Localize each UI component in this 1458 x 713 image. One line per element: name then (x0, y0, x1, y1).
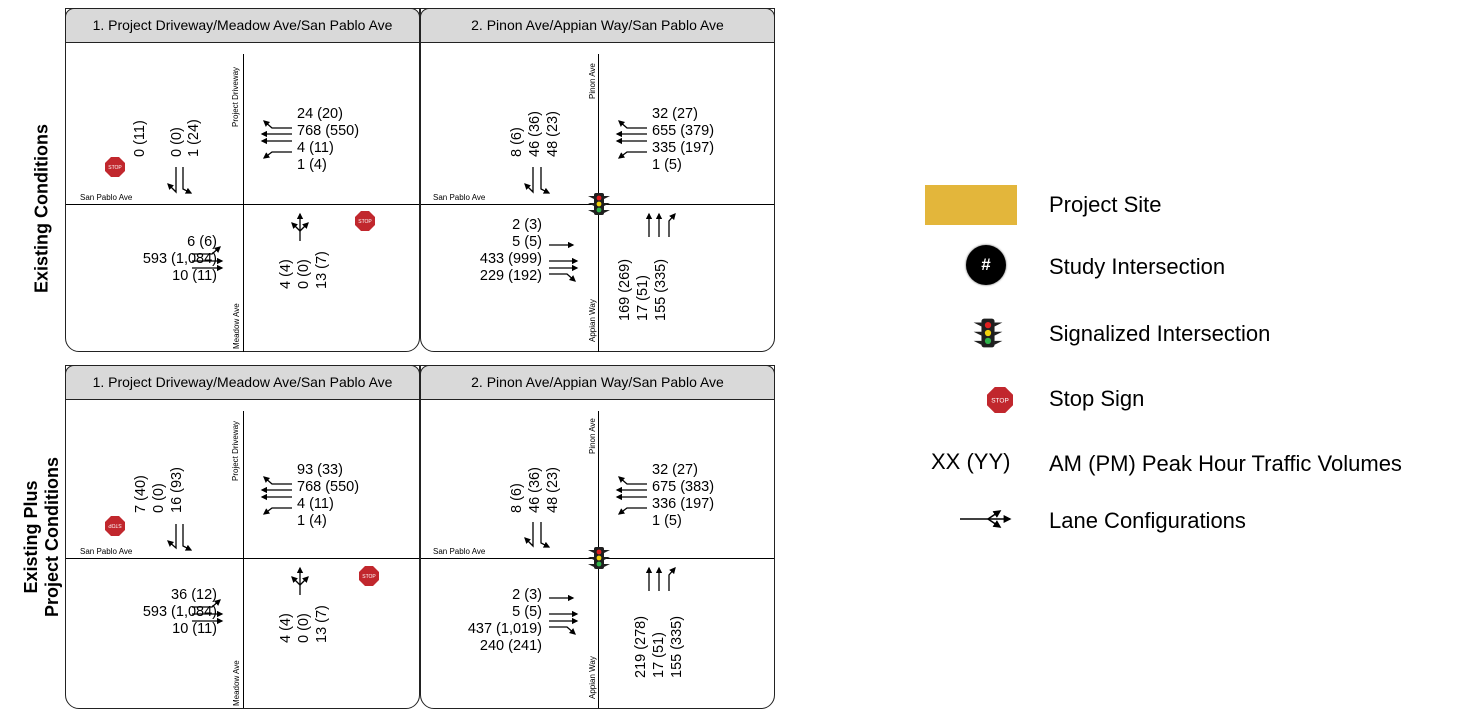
side-street-south (243, 204, 244, 352)
volume-wb-left: 336 (197) (652, 496, 715, 512)
stop-sign-icon: STOP (355, 211, 375, 231)
volume-wb-through: 675 (383) (652, 479, 715, 495)
traffic-signal-icon (973, 318, 1003, 348)
street-label-san-pablo: San Pablo Ave (80, 193, 133, 202)
volume-eb-through: 437 (1,019) (467, 621, 542, 637)
volume-eb-left: 5 (5) (512, 234, 542, 250)
row-label-line: Existing Conditions (31, 124, 52, 293)
stop-sign-text: STOP (991, 398, 1009, 405)
volume-wb-through: 768 (550) (297, 479, 360, 495)
volume-eb-right: 240 (241) (479, 638, 542, 654)
panel-title: 1. Project Driveway/Meadow Ave/San Pablo… (65, 8, 420, 43)
stop-sign-text: STOP (358, 219, 372, 225)
volume-wb-uturn: 1 (4) (297, 157, 327, 173)
legend-label-signalized-intersection: Signalized Intersection (1049, 321, 1271, 346)
volume-wb-right: 32 (27) (652, 106, 698, 122)
study-intersection-symbol: # (981, 255, 991, 274)
stop-sign-icon: STOP (105, 516, 125, 536)
project-site-swatch (925, 185, 1017, 225)
volume-eb-right: 229 (192) (479, 268, 542, 284)
side-street-south (598, 558, 599, 708)
volume-wb-uturn: 1 (4) (297, 513, 327, 529)
stop-sign-icon: STOP (359, 566, 379, 586)
legend-volume-format: XX (YY) (931, 449, 1011, 474)
street-label-san-pablo: San Pablo Ave (80, 547, 133, 556)
volume-eb-left: 6 (6) (187, 234, 217, 250)
traffic-signal-icon (588, 547, 610, 569)
volume-wb-uturn: 1 (5) (652, 513, 682, 529)
side-street-north (243, 411, 244, 558)
lane-arrows (524, 476, 676, 635)
volume-eb-right: 10 (11) (172, 621, 217, 637)
legend-label-stop-sign: Stop Sign (1049, 386, 1145, 411)
traffic-signal-icon (588, 193, 610, 215)
legend-label-study-intersection: Study Intersection (1049, 254, 1226, 279)
volume-wb-right: 24 (20) (297, 106, 343, 122)
panel-title: 2. Pinon Ave/Appian Way/San Pablo Ave (420, 365, 775, 400)
row-label-line: Project Conditions (42, 457, 62, 618)
volume-eb-left: 36 (12) (171, 587, 217, 603)
side-street-south (598, 204, 599, 352)
volume-eb-right: 10 (11) (172, 268, 217, 284)
volume-wb-left: 4 (11) (297, 496, 334, 512)
side-street-south (243, 558, 244, 708)
volume-wb-uturn: 1 (5) (652, 157, 682, 173)
lane-arrows (167, 476, 309, 625)
volume-eb-through: 593 (1,084) (142, 251, 217, 267)
lane-configuration-arrow-icon (960, 510, 1012, 528)
legend-label-project-site: Project Site (1049, 192, 1162, 217)
volume-wb-through: 655 (379) (652, 123, 715, 139)
volume-eb-uturn: 2 (3) (512, 587, 542, 603)
volume-eb-left: 5 (5) (512, 604, 542, 620)
street-label-san-pablo: San Pablo Ave (433, 547, 486, 556)
stop-sign-icon: STOP (105, 157, 125, 177)
volume-eb-uturn: 2 (3) (512, 217, 542, 233)
stop-sign-text: STOP (108, 522, 122, 528)
volume-wb-right: 32 (27) (652, 462, 698, 478)
panel-title: 1. Project Driveway/Meadow Ave/San Pablo… (65, 365, 420, 400)
volume-wb-right: 93 (33) (297, 462, 343, 478)
side-street-north (598, 54, 599, 204)
study-intersection-icon: # (966, 245, 1006, 285)
row-label-existing: Existing Conditions (32, 109, 53, 309)
side-street-north (243, 54, 244, 204)
legend-label-lane-configurations: Lane Configurations (1049, 508, 1246, 533)
volume-wb-through: 768 (550) (297, 123, 360, 139)
street-label-san-pablo: San Pablo Ave (433, 193, 486, 202)
volume-wb-left: 335 (197) (652, 140, 715, 156)
volume-wb-left: 4 (11) (297, 140, 334, 156)
panel-title: 2. Pinon Ave/Appian Way/San Pablo Ave (420, 8, 775, 43)
stop-sign-text: STOP (362, 574, 376, 580)
row-label-existing-plus-project: Existing Plus Project Conditions (21, 437, 63, 637)
stop-sign-icon: STOP (987, 387, 1013, 413)
legend-label-volumes: AM (PM) Peak Hour Traffic Volumes (1049, 451, 1402, 476)
volume-eb-through: 593 (1,084) (142, 604, 217, 620)
lane-arrows (167, 120, 309, 272)
intersection-panel-2-project: 2. Pinon Ave/Appian Way/San Pablo Ave Sa… (420, 365, 775, 709)
stop-sign-text: STOP (108, 165, 122, 171)
san-pablo-road (66, 204, 419, 205)
side-street-north (598, 411, 599, 558)
san-pablo-road (66, 558, 419, 559)
lane-arrows (524, 120, 676, 282)
intersection-panel-2-existing: 2. Pinon Ave/Appian Way/San Pablo Ave Sa… (420, 8, 775, 352)
row-label-line: Existing Plus (21, 480, 41, 594)
volume-eb-through: 433 (999) (479, 251, 542, 267)
intersection-panel-1-existing: 1. Project Driveway/Meadow Ave/San Pablo… (65, 8, 420, 352)
intersection-panel-1-project: 1. Project Driveway/Meadow Ave/San Pablo… (65, 365, 420, 709)
